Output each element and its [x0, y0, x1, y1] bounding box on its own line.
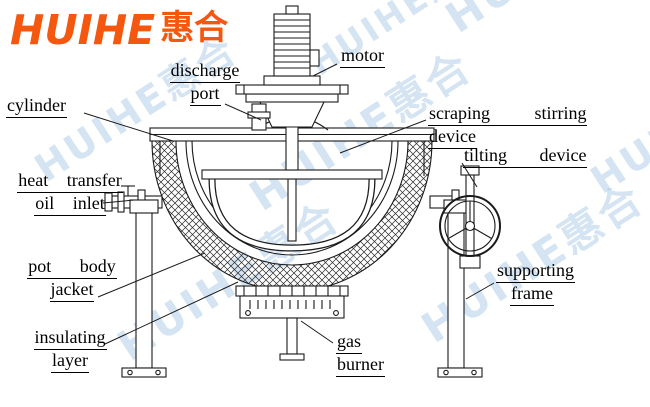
- label-discharge-port-line1: discharge: [169, 60, 241, 83]
- label-motor: motor: [340, 45, 385, 68]
- label-scraping-stirring-device: scraping stirring device: [428, 103, 646, 149]
- motor-assembly: [235, 5, 349, 131]
- label-supporting-frame: supporting frame: [496, 260, 626, 306]
- scraping-stirrer: [201, 99, 383, 252]
- logo-huihe-latin: HUIHE: [10, 6, 156, 54]
- label-scraping-line2: device: [428, 126, 477, 149]
- label-heat-line2: oil inlet: [34, 193, 106, 216]
- label-supporting-line2: frame: [510, 283, 554, 306]
- logo-huihe-cjk: 惠合: [160, 8, 229, 48]
- label-gas-line2: burner: [336, 354, 385, 377]
- label-heat-line1: heat transfer: [17, 170, 123, 193]
- gas-burner-assembly: [235, 285, 349, 361]
- label-scraping-line1: scraping stirring: [428, 103, 588, 126]
- tilting-handwheel: [439, 165, 501, 269]
- label-discharge-port-line2: port: [189, 83, 221, 106]
- label-cylinder-text: cylinder: [6, 95, 67, 118]
- label-potbody-line2: jacket: [49, 279, 95, 302]
- leader-lines: [83, 63, 495, 345]
- label-cylinder: cylinder: [6, 95, 106, 118]
- label-gas-line1: gas: [336, 331, 362, 354]
- label-motor-text: motor: [340, 45, 385, 68]
- label-insulating-layer: insulating layer: [14, 327, 126, 373]
- label-discharge-port: discharge port: [150, 60, 260, 106]
- label-insulating-line2: layer: [51, 350, 89, 373]
- label-gas-burner: gas burner: [336, 331, 426, 377]
- label-heat-transfer-oil-inlet: heat transfer oil inlet: [0, 170, 140, 216]
- label-potbody-line1: pot body: [27, 256, 117, 279]
- label-pot-body-jacket: pot body jacket: [16, 256, 128, 302]
- label-insulating-line1: insulating: [33, 327, 107, 350]
- jacket-hatch: [152, 141, 432, 291]
- label-tilting-device-text: tilting device: [463, 145, 588, 168]
- label-supporting-line1: supporting: [496, 260, 576, 283]
- label-tilting-device: tilting device: [463, 145, 588, 168]
